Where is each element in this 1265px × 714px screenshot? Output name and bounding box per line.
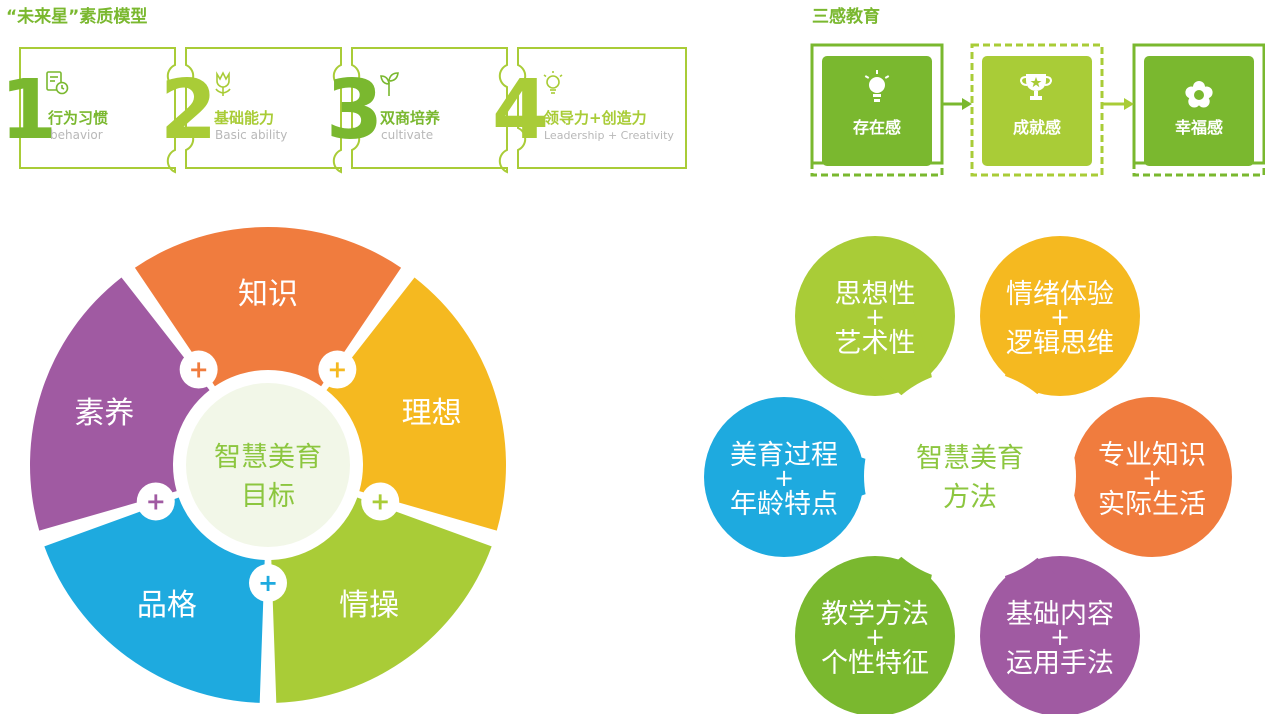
plus-icon: + bbox=[774, 464, 794, 492]
method-petal-line2: 运用手法 bbox=[1006, 648, 1114, 679]
method-petal-line1: 专业知识 bbox=[1098, 440, 1206, 471]
methods-center-line1: 智慧美育 bbox=[916, 443, 1024, 474]
model-card-frame bbox=[185, 47, 342, 174]
method-petal-text: 专业知识+实际生活 bbox=[1098, 440, 1206, 520]
lightbulb-icon bbox=[864, 70, 890, 102]
goals-segment bbox=[326, 277, 506, 531]
model-card-sub: Basic ability bbox=[215, 128, 287, 142]
arrow-right-icon bbox=[1102, 98, 1134, 110]
plus-icon: + bbox=[865, 623, 885, 651]
svg-text:+: + bbox=[146, 487, 166, 515]
model-card-sub: behavior bbox=[50, 128, 103, 142]
lightbulb-icon bbox=[543, 71, 563, 94]
method-petal bbox=[704, 397, 909, 557]
method-petal-line1: 美育过程 bbox=[730, 440, 838, 471]
method-petal-line1: 基础内容 bbox=[1006, 599, 1114, 630]
plus-icon: + bbox=[1050, 623, 1070, 651]
goals-segment-label: 素养 bbox=[74, 396, 134, 431]
svg-text:+: + bbox=[370, 487, 390, 515]
model-card-3: 3 双商培养 cultivate bbox=[326, 47, 508, 174]
method-petal-text: 基础内容+运用手法 bbox=[1006, 599, 1114, 679]
model-card-number: 2 bbox=[160, 63, 217, 158]
goals-center bbox=[186, 383, 350, 547]
goals-segment bbox=[44, 497, 265, 703]
sense-box-1 bbox=[822, 56, 932, 166]
sense-box-3 bbox=[1144, 56, 1254, 166]
goals-segment-label: 情操 bbox=[339, 588, 399, 623]
method-petal-text: 教学方法+个性特征 bbox=[821, 599, 929, 679]
model-card-number: 4 bbox=[492, 63, 549, 158]
sense-label-1: 存在感 bbox=[853, 118, 901, 137]
plus-icon: + bbox=[865, 303, 885, 331]
plus-icon: + bbox=[361, 482, 400, 521]
plus-icon: + bbox=[136, 482, 175, 521]
goals-segment-label: 知识 bbox=[238, 277, 298, 312]
goals-segment-label: 品格 bbox=[137, 588, 197, 623]
plus-icon: + bbox=[249, 564, 287, 602]
clock-document-icon bbox=[46, 71, 69, 95]
method-petal-text: 思想性+艺术性 bbox=[835, 279, 916, 359]
goals-center-line1: 智慧美育 bbox=[214, 442, 322, 473]
methods-flower: 智慧美育 方法 思想性+艺术性情绪体验+逻辑思维专业知识+实际生活基础内容+运用… bbox=[704, 236, 1232, 714]
method-petal-line2: 年龄特点 bbox=[730, 489, 838, 520]
three-senses-flow: 存在感 成就感 幸福感 bbox=[810, 43, 1265, 177]
model-card-label: 基础能力 bbox=[213, 109, 274, 127]
model-card-sub: Leadership + Creativity bbox=[544, 129, 674, 142]
plus-icon: + bbox=[179, 350, 218, 389]
trophy-icon bbox=[1019, 74, 1053, 100]
tulip-icon bbox=[215, 71, 231, 96]
methods-center bbox=[864, 370, 1076, 582]
model-card-label: 行为习惯 bbox=[47, 109, 108, 127]
model-card-number: 3 bbox=[326, 63, 383, 158]
three-senses-title: 三感教育 bbox=[812, 7, 880, 27]
plus-icon: + bbox=[1142, 464, 1162, 492]
method-petal-line2: 个性特征 bbox=[821, 648, 929, 679]
model-cards: 1 行为习惯 behavior 2 基础能力 Basic ability 3 bbox=[0, 47, 687, 174]
method-petal-line1: 教学方法 bbox=[821, 599, 929, 630]
model-card-label: 双商培养 bbox=[380, 109, 441, 127]
svg-text:+: + bbox=[258, 569, 278, 597]
sense-label-3: 幸福感 bbox=[1175, 118, 1223, 137]
goals-segment-label: 理想 bbox=[402, 396, 462, 431]
model-card-sub: cultivate bbox=[381, 128, 433, 142]
method-petal-text: 美育过程+年龄特点 bbox=[730, 440, 838, 520]
model-card-4: 4 领导力+创造力 Leadership + Creativity bbox=[492, 47, 687, 169]
sense-frame-outer bbox=[970, 43, 1104, 177]
method-petal-line1: 思想性 bbox=[835, 279, 916, 310]
model-card-1: 1 行为习惯 behavior bbox=[0, 47, 176, 174]
method-petal-line2: 实际生活 bbox=[1098, 489, 1206, 520]
flower-icon bbox=[1185, 81, 1213, 108]
model-card-frame bbox=[351, 47, 508, 174]
method-petal-line1: 情绪体验 bbox=[1006, 279, 1114, 310]
model-title: “未来星”素质模型 bbox=[6, 7, 148, 27]
sprout-icon bbox=[380, 72, 399, 96]
methods-center-line2: 方法 bbox=[943, 482, 997, 513]
svg-text:+: + bbox=[327, 356, 347, 384]
goals-segment bbox=[134, 227, 402, 387]
arrow-right-icon bbox=[942, 98, 972, 110]
model-card-frame bbox=[517, 47, 687, 169]
model-card-2: 2 基础能力 Basic ability bbox=[160, 47, 342, 174]
method-petal-text: 情绪体验+逻辑思维 bbox=[1006, 279, 1114, 359]
model-card-frame bbox=[19, 47, 176, 174]
goals-segment bbox=[271, 497, 492, 703]
goals-center-line2: 目标 bbox=[241, 481, 295, 512]
plus-icon: + bbox=[1050, 303, 1070, 331]
method-petal-line2: 逻辑思维 bbox=[1006, 328, 1114, 359]
sense-label-2: 成就感 bbox=[1013, 118, 1061, 137]
goals-segment bbox=[30, 277, 210, 531]
sense-box-2 bbox=[982, 56, 1092, 166]
svg-text:+: + bbox=[189, 356, 209, 384]
plus-icon: + bbox=[318, 350, 357, 389]
model-card-label: 领导力+创造力 bbox=[543, 109, 647, 127]
method-petal-line2: 艺术性 bbox=[835, 328, 916, 359]
method-petal bbox=[1027, 397, 1232, 557]
